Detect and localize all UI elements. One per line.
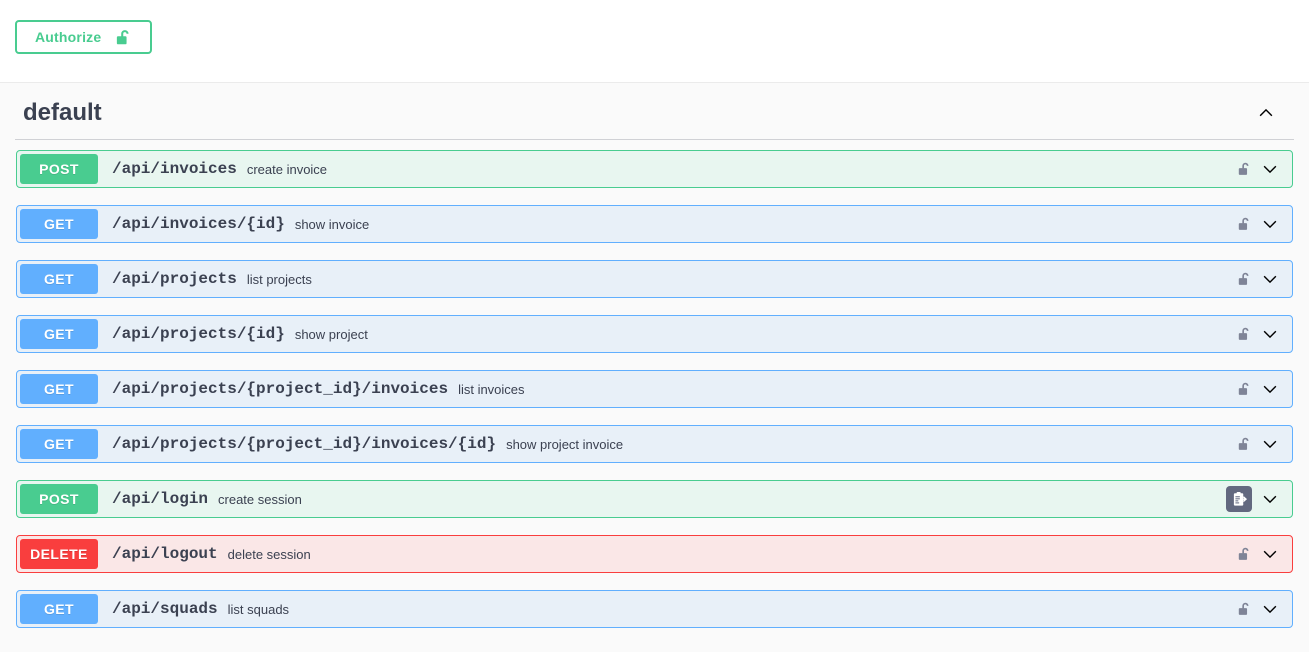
operation-path: /api/projects/{project_id}/invoices/{id} [112, 435, 497, 453]
operation-controls [1237, 269, 1292, 289]
operation-path: /api/login [112, 490, 209, 508]
operation-summary: show project [294, 326, 368, 342]
operation-controls [1237, 214, 1292, 234]
lock-open-icon[interactable] [1237, 215, 1252, 233]
operation-path: /api/invoices/{id} [112, 215, 285, 233]
lock-open-icon[interactable] [1237, 270, 1252, 288]
chevron-down-icon[interactable] [1260, 269, 1280, 289]
operation-row-get-api-projects-id[interactable]: GET /api/projects/{id} show project [16, 315, 1293, 353]
chevron-up-icon[interactable] [1256, 103, 1276, 123]
chevron-down-icon[interactable] [1260, 214, 1280, 234]
http-method-badge: GET [20, 429, 98, 459]
tag-header-default[interactable]: default [15, 83, 1294, 140]
lock-open-icon[interactable] [1237, 325, 1252, 343]
operation-path: /api/logout [112, 545, 218, 563]
operation-controls [1237, 434, 1292, 454]
chevron-down-icon[interactable] [1260, 599, 1280, 619]
operation-summary: show project invoice [506, 436, 624, 452]
operations-list: POST /api/invoices create invoice GET /a… [15, 150, 1294, 628]
operation-row-get-api-squads[interactable]: GET /api/squads list squads [16, 590, 1293, 628]
chevron-down-icon[interactable] [1260, 544, 1280, 564]
operation-summary: create invoice [246, 161, 328, 177]
http-method-badge: GET [20, 264, 98, 294]
operation-row-get-api-projects-project-id-invoices-id[interactable]: GET /api/projects/{project_id}/invoices/… [16, 425, 1293, 463]
lock-open-icon[interactable] [1237, 600, 1252, 618]
http-method-badge: GET [20, 594, 98, 624]
operation-controls [1237, 379, 1292, 399]
operation-summary: create session [218, 491, 302, 507]
chevron-down-icon[interactable] [1260, 434, 1280, 454]
operation-path: /api/invoices [112, 160, 237, 178]
operation-controls [1237, 159, 1292, 179]
operation-row-delete-api-logout[interactable]: DELETE /api/logout delete session [16, 535, 1293, 573]
http-method-badge: POST [20, 154, 98, 184]
operation-path: /api/projects [112, 270, 237, 288]
lock-open-icon[interactable] [1237, 545, 1252, 563]
chevron-down-icon[interactable] [1260, 379, 1280, 399]
operation-row-post-api-invoices[interactable]: POST /api/invoices create invoice [16, 150, 1293, 188]
operation-summary: list projects [246, 271, 312, 287]
operation-row-get-api-projects[interactable]: GET /api/projects list projects [16, 260, 1293, 298]
operation-controls [1226, 486, 1292, 512]
chevron-down-icon[interactable] [1260, 159, 1280, 179]
authorize-button-label: Authorize [35, 29, 102, 45]
operation-controls [1237, 544, 1292, 564]
lock-open-icon[interactable] [1237, 435, 1252, 453]
tag-section-default: default POST /api/invoices create invoic… [0, 83, 1309, 628]
lock-open-icon [115, 28, 132, 47]
http-method-badge: GET [20, 374, 98, 404]
page-title: default [23, 99, 102, 126]
operation-row-get-api-invoices-id[interactable]: GET /api/invoices/{id} show invoice [16, 205, 1293, 243]
http-method-badge: POST [20, 484, 98, 514]
operation-summary: show invoice [294, 216, 370, 232]
chevron-down-icon[interactable] [1260, 489, 1280, 509]
authorization-clipboard-icon[interactable] [1226, 486, 1252, 512]
operation-controls [1237, 599, 1292, 619]
lock-open-icon[interactable] [1237, 380, 1252, 398]
operation-row-get-api-projects-project-id-invoices[interactable]: GET /api/projects/{project_id}/invoices … [16, 370, 1293, 408]
authorize-button[interactable]: Authorize [15, 20, 153, 54]
chevron-down-icon[interactable] [1260, 324, 1280, 344]
http-method-badge: GET [20, 319, 98, 349]
operation-summary: list squads [227, 601, 290, 617]
operation-row-post-api-login[interactable]: POST /api/login create session [16, 480, 1293, 518]
http-method-badge: DELETE [20, 539, 98, 569]
operation-path: /api/projects/{project_id}/invoices [112, 380, 449, 398]
http-method-badge: GET [20, 209, 98, 239]
authorize-bar: Authorize [0, 0, 1309, 83]
operation-path: /api/projects/{id} [112, 325, 285, 343]
operation-path: /api/squads [112, 600, 218, 618]
lock-open-icon[interactable] [1237, 160, 1252, 178]
operation-summary: delete session [227, 546, 311, 562]
operation-controls [1237, 324, 1292, 344]
operation-summary: list invoices [458, 381, 525, 397]
